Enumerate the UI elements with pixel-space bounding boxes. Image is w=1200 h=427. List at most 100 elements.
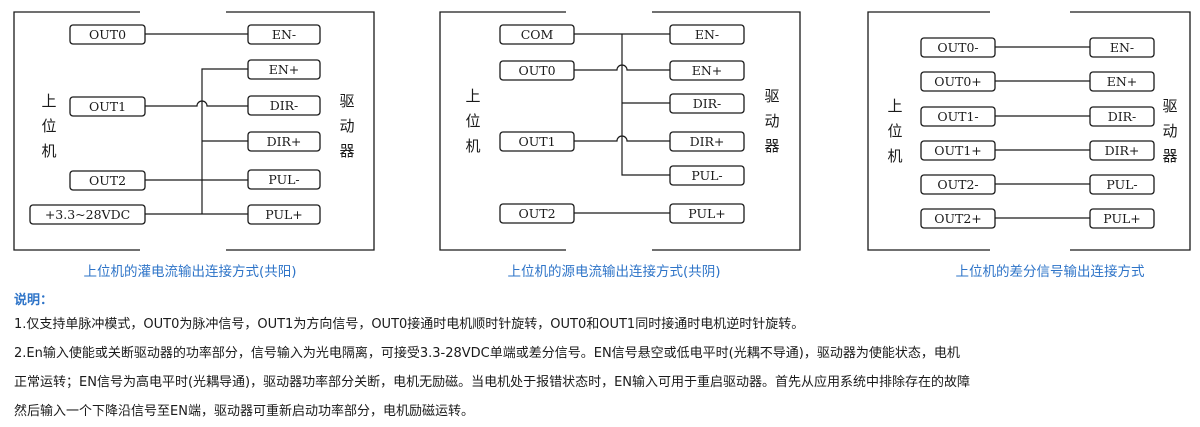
svg-text:+3.3~28VDC: +3.3~28VDC xyxy=(45,207,130,222)
sink-wiring-diagram: 上 位 机 驱 动 器 OUT0 OUT1 OUT2 +3.3~28VDC EN… xyxy=(13,11,375,280)
svg-text:COM: COM xyxy=(521,27,554,42)
wire-out0-en-plus xyxy=(574,64,670,71)
note-line: 正常运转；EN信号为高电平时(光耦导通)，驱动器功率部分关断，电机无励磁。当电机… xyxy=(14,375,971,390)
driver-port-dir-minus: DIR- xyxy=(669,93,745,114)
controller-label-char: 上 xyxy=(41,92,56,110)
driver-label-char: 动 xyxy=(764,112,779,130)
svg-text:OUT1-: OUT1- xyxy=(937,109,978,124)
svg-text:PUL-: PUL- xyxy=(691,168,722,183)
driver-label-char: 驱 xyxy=(1162,97,1177,115)
controller-outline xyxy=(439,11,566,251)
controller-port-out1: OUT1 xyxy=(499,131,575,152)
svg-text:OUT1+: OUT1+ xyxy=(934,143,982,158)
note-line: 然后输入一个下降沿信号至EN端，驱动器可重新启动功率部分，电机励磁运转。 xyxy=(14,404,474,419)
driver-label-char: 驱 xyxy=(764,87,779,105)
controller-port-out2: OUT2 xyxy=(69,170,146,191)
driver-port-en-plus: EN+ xyxy=(247,59,321,80)
svg-text:OUT2-: OUT2- xyxy=(937,177,978,192)
controller-label-char: 机 xyxy=(41,142,56,160)
driver-port-en-plus: EN+ xyxy=(1089,71,1155,92)
driver-port-en-plus: EN+ xyxy=(669,60,745,81)
svg-text:OUT2: OUT2 xyxy=(89,173,126,188)
driver-outline xyxy=(226,11,375,251)
svg-text:EN+: EN+ xyxy=(269,62,300,77)
driver-port-pul-plus: PUL+ xyxy=(1089,208,1155,229)
note-line: 2.En输入使能或关断驱动器的功率部分，信号输入为光电隔离，可接受3.3-28V… xyxy=(14,346,960,361)
diagram-caption: 上位机的灌电流输出连接方式(共阳) xyxy=(83,263,296,280)
svg-text:OUT1: OUT1 xyxy=(89,99,126,114)
driver-port-pul-minus: PUL- xyxy=(247,169,321,190)
driver-label-char: 动 xyxy=(339,117,354,135)
controller-port-out0-minus: OUT0- xyxy=(920,37,996,58)
driver-port-dir-plus: DIR+ xyxy=(247,131,321,152)
wire-out1-dir-minus xyxy=(145,100,248,107)
svg-text:EN-: EN- xyxy=(1110,40,1134,55)
svg-text:PUL-: PUL- xyxy=(268,172,299,187)
controller-port-out2: OUT2 xyxy=(499,203,575,224)
note-line: 1.仅支持单脉冲模式，OUT0为脉冲信号，OUT1为方向信号，OUT0接通时电机… xyxy=(14,317,805,332)
driver-port-en-minus: EN- xyxy=(247,24,321,45)
controller-port-out0-plus: OUT0+ xyxy=(920,71,996,92)
driver-outline xyxy=(652,11,801,251)
driver-label-char: 器 xyxy=(764,137,779,155)
driver-label-char: 动 xyxy=(1162,122,1177,140)
wire-vcc-common-bus xyxy=(201,68,248,214)
svg-text:DIR-: DIR- xyxy=(1108,109,1137,124)
svg-text:DIR-: DIR- xyxy=(693,96,722,111)
driver-label-char: 驱 xyxy=(339,92,354,110)
controller-label-char: 上 xyxy=(465,87,480,105)
controller-port-out2-plus: OUT2+ xyxy=(920,208,996,229)
svg-text:EN+: EN+ xyxy=(692,63,723,78)
source-wiring-diagram: 上 位 机 驱 动 器 COM OUT0 OUT1 OUT2 EN- EN+ D… xyxy=(439,11,801,280)
controller-port-out0: OUT0 xyxy=(499,60,575,81)
svg-text:PUL+: PUL+ xyxy=(1103,211,1141,226)
wiring-diagrams: 上 位 机 驱 动 器 OUT0 OUT1 OUT2 +3.3~28VDC EN… xyxy=(13,11,1191,280)
wire-com-common-bus xyxy=(621,34,670,176)
controller-port-out0: OUT0 xyxy=(69,24,146,45)
svg-text:OUT2: OUT2 xyxy=(518,206,555,221)
svg-text:OUT0-: OUT0- xyxy=(937,40,978,55)
controller-label-char: 机 xyxy=(887,147,902,165)
driver-port-en-minus: EN- xyxy=(669,24,745,45)
svg-text:DIR+: DIR+ xyxy=(267,134,302,149)
driver-label-char: 器 xyxy=(339,142,354,160)
svg-text:OUT0: OUT0 xyxy=(518,63,555,78)
driver-port-dir-minus: DIR- xyxy=(247,95,321,116)
svg-text:PUL+: PUL+ xyxy=(265,207,303,222)
controller-label-char: 位 xyxy=(41,117,56,135)
svg-text:DIR+: DIR+ xyxy=(690,134,725,149)
driver-port-pul-plus: PUL+ xyxy=(247,204,321,225)
svg-text:OUT0+: OUT0+ xyxy=(934,74,982,89)
controller-label-char: 机 xyxy=(465,137,480,155)
driver-port-pul-minus: PUL- xyxy=(1089,174,1155,195)
controller-outline xyxy=(13,11,140,251)
controller-port-out1-plus: OUT1+ xyxy=(920,140,996,161)
driver-port-pul-minus: PUL- xyxy=(669,165,745,186)
differential-wiring-diagram: 上 位 机 驱 动 器 OUT0- OUT0+ OUT1- OUT1+ OUT2… xyxy=(867,11,1191,280)
driver-port-en-minus: EN- xyxy=(1089,37,1155,58)
controller-port-vcc: +3.3~28VDC xyxy=(29,204,146,225)
controller-label-char: 位 xyxy=(887,122,902,140)
driver-port-dir-plus: DIR+ xyxy=(669,131,745,152)
controller-outline xyxy=(867,11,990,251)
controller-port-out1: OUT1 xyxy=(69,96,146,117)
notes-section: 说明： 1.仅支持单脉冲模式，OUT0为脉冲信号，OUT1为方向信号，OUT0接… xyxy=(14,291,1194,426)
svg-text:OUT1: OUT1 xyxy=(518,134,555,149)
svg-text:EN-: EN- xyxy=(695,27,719,42)
svg-text:DIR-: DIR- xyxy=(270,98,299,113)
svg-text:OUT2+: OUT2+ xyxy=(934,211,982,226)
controller-port-out1-minus: OUT1- xyxy=(920,106,996,127)
diagram-caption: 上位机的差分信号输出连接方式 xyxy=(956,263,1145,280)
svg-text:PUL-: PUL- xyxy=(1106,177,1137,192)
driver-port-dir-plus: DIR+ xyxy=(1089,140,1155,161)
svg-text:EN-: EN- xyxy=(272,27,296,42)
svg-text:DIR+: DIR+ xyxy=(1105,143,1140,158)
svg-text:OUT0: OUT0 xyxy=(89,27,126,42)
controller-port-com: COM xyxy=(499,24,575,45)
driver-port-dir-minus: DIR- xyxy=(1089,106,1155,127)
svg-text:PUL+: PUL+ xyxy=(688,206,726,221)
driver-label-char: 器 xyxy=(1162,147,1177,165)
driver-outline xyxy=(1070,11,1191,251)
driver-port-pul-plus: PUL+ xyxy=(669,203,745,224)
controller-label-char: 上 xyxy=(887,97,902,115)
